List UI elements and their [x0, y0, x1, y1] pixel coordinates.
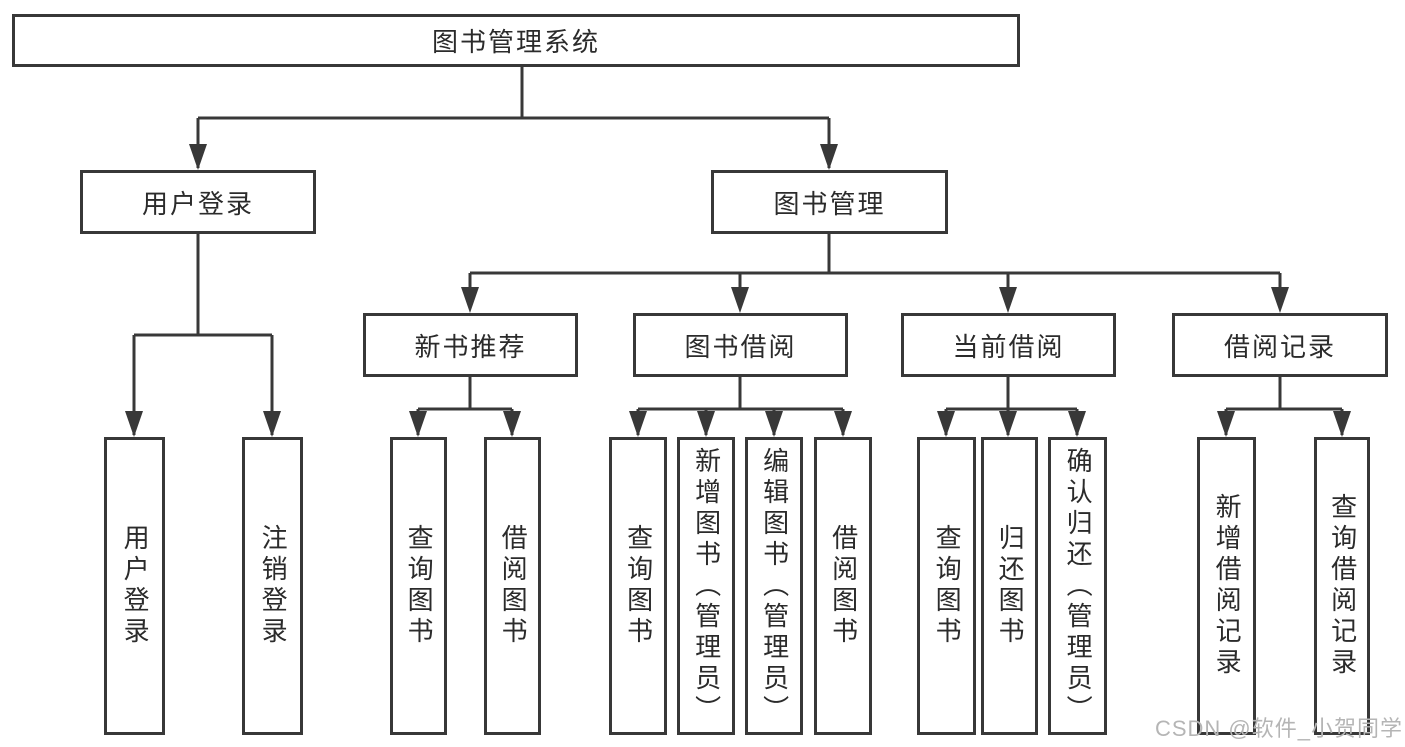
arrowhead-icons: [125, 144, 1351, 437]
connector-root-branches: [196, 67, 831, 168]
connector-user-login-children: [132, 234, 274, 435]
connector-new-book-rec-children: [416, 377, 514, 435]
node-new-book-recommend: 新书推荐: [363, 313, 578, 377]
connector-borrow-records-children: [1224, 377, 1344, 435]
node-borrowing-query-books: 查询图书: [609, 437, 667, 735]
node-borrowing-add-books-admin: 新增图书（管理员）: [677, 437, 735, 735]
node-records-add-borrow-record: 新增借阅记录: [1197, 437, 1256, 735]
node-book-borrowing: 图书借阅: [633, 313, 848, 377]
node-book-management: 图书管理: [711, 170, 948, 234]
node-current-borrowing: 当前借阅: [901, 313, 1116, 377]
node-borrowing-edit-books-admin: 编辑图书（管理员）: [745, 437, 803, 735]
node-user-login: 用户登录: [80, 170, 316, 234]
node-current-query-books: 查询图书: [917, 437, 976, 735]
csdn-watermark: CSDN @软件_小贺同学: [1154, 716, 1403, 741]
connector-book-mgmt-children: [468, 234, 1282, 305]
node-leaf-logout: 注销登录: [242, 437, 303, 735]
node-records-query-borrow-record: 查询借阅记录: [1314, 437, 1370, 735]
node-recommend-query-books: 查询图书: [390, 437, 447, 735]
node-borrowing-borrow-books: 借阅图书: [814, 437, 872, 735]
connector-book-borrow-children: [636, 377, 845, 435]
node-recommend-borrow-books: 借阅图书: [484, 437, 541, 735]
node-current-confirm-return-admin: 确认归还（管理员）: [1048, 437, 1107, 735]
node-leaf-user-login: 用户登录: [104, 437, 165, 735]
node-current-return-books: 归还图书: [981, 437, 1038, 735]
node-root-system: 图书管理系统: [12, 14, 1020, 67]
node-borrowing-records: 借阅记录: [1172, 313, 1388, 377]
